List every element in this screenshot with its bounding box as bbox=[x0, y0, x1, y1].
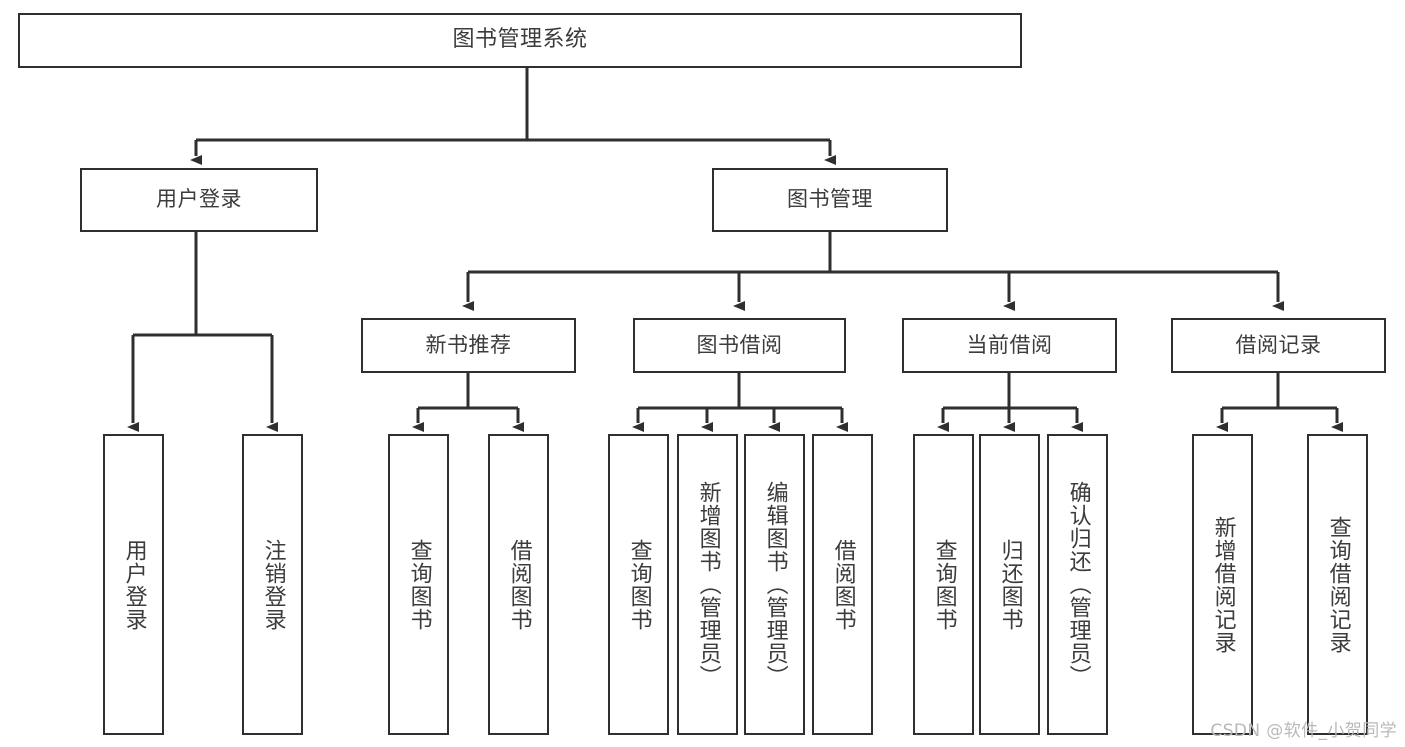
leaf-book-borrow-query-book[interactable]: 查询图书 bbox=[608, 434, 669, 735]
node-borrow-record[interactable]: 借阅记录 bbox=[1171, 318, 1386, 373]
node-label: 新书推荐 bbox=[425, 332, 512, 357]
node-label: 借阅图书 bbox=[506, 538, 532, 631]
node-label: 查询图书 bbox=[406, 538, 432, 631]
node-label: 归还图书 bbox=[997, 538, 1023, 631]
leaf-current-borrow-query-book[interactable]: 查询图书 bbox=[913, 434, 974, 735]
leaf-book-borrow-borrow-book[interactable]: 借阅图书 bbox=[812, 434, 873, 735]
node-label: 编辑图书（管理员） bbox=[762, 481, 788, 688]
node-label: 新增图书（管理员） bbox=[695, 481, 721, 688]
node-label: 注销登录 bbox=[260, 538, 286, 631]
node-label: 图书管理系统 bbox=[452, 27, 588, 53]
node-label: 查询图书 bbox=[931, 538, 957, 631]
node-label: 用户登录 bbox=[121, 538, 147, 631]
leaf-book-borrow-add-book-admin[interactable]: 新增图书（管理员） bbox=[677, 434, 738, 735]
node-label: 当前借阅 bbox=[966, 332, 1053, 357]
leaf-new-book-query-book[interactable]: 查询图书 bbox=[388, 434, 449, 735]
node-book-management[interactable]: 图书管理 bbox=[712, 168, 948, 232]
node-label: 借阅图书 bbox=[830, 538, 856, 631]
node-label: 图书借阅 bbox=[696, 332, 783, 357]
node-label: 用户登录 bbox=[156, 187, 242, 212]
node-new-book-recommend[interactable]: 新书推荐 bbox=[361, 318, 576, 373]
node-book-borrow[interactable]: 图书借阅 bbox=[633, 318, 846, 373]
leaf-current-borrow-return-book[interactable]: 归还图书 bbox=[979, 434, 1040, 735]
node-label: 查询图书 bbox=[626, 538, 652, 631]
watermark-text: CSDN @软件_小贺同学 bbox=[1210, 721, 1397, 741]
leaf-current-borrow-confirm-return-admin[interactable]: 确认归还（管理员） bbox=[1047, 434, 1108, 735]
leaf-new-book-borrow-book[interactable]: 借阅图书 bbox=[488, 434, 549, 735]
node-root-book-management-system[interactable]: 图书管理系统 bbox=[18, 13, 1022, 68]
leaf-user-login-login[interactable]: 用户登录 bbox=[103, 434, 164, 735]
leaf-user-login-logout[interactable]: 注销登录 bbox=[242, 434, 303, 735]
node-label: 确认归还（管理员） bbox=[1065, 481, 1091, 688]
node-label: 新增借阅记录 bbox=[1210, 515, 1236, 654]
leaf-borrow-record-query-record[interactable]: 查询借阅记录 bbox=[1307, 434, 1368, 735]
node-label: 借阅记录 bbox=[1235, 332, 1322, 357]
node-label: 查询借阅记录 bbox=[1325, 515, 1351, 654]
node-label: 图书管理 bbox=[787, 187, 873, 212]
leaf-book-borrow-edit-book-admin[interactable]: 编辑图书（管理员） bbox=[744, 434, 805, 735]
leaf-borrow-record-add-record[interactable]: 新增借阅记录 bbox=[1192, 434, 1253, 735]
node-user-login[interactable]: 用户登录 bbox=[80, 168, 318, 232]
node-current-borrow[interactable]: 当前借阅 bbox=[902, 318, 1117, 373]
